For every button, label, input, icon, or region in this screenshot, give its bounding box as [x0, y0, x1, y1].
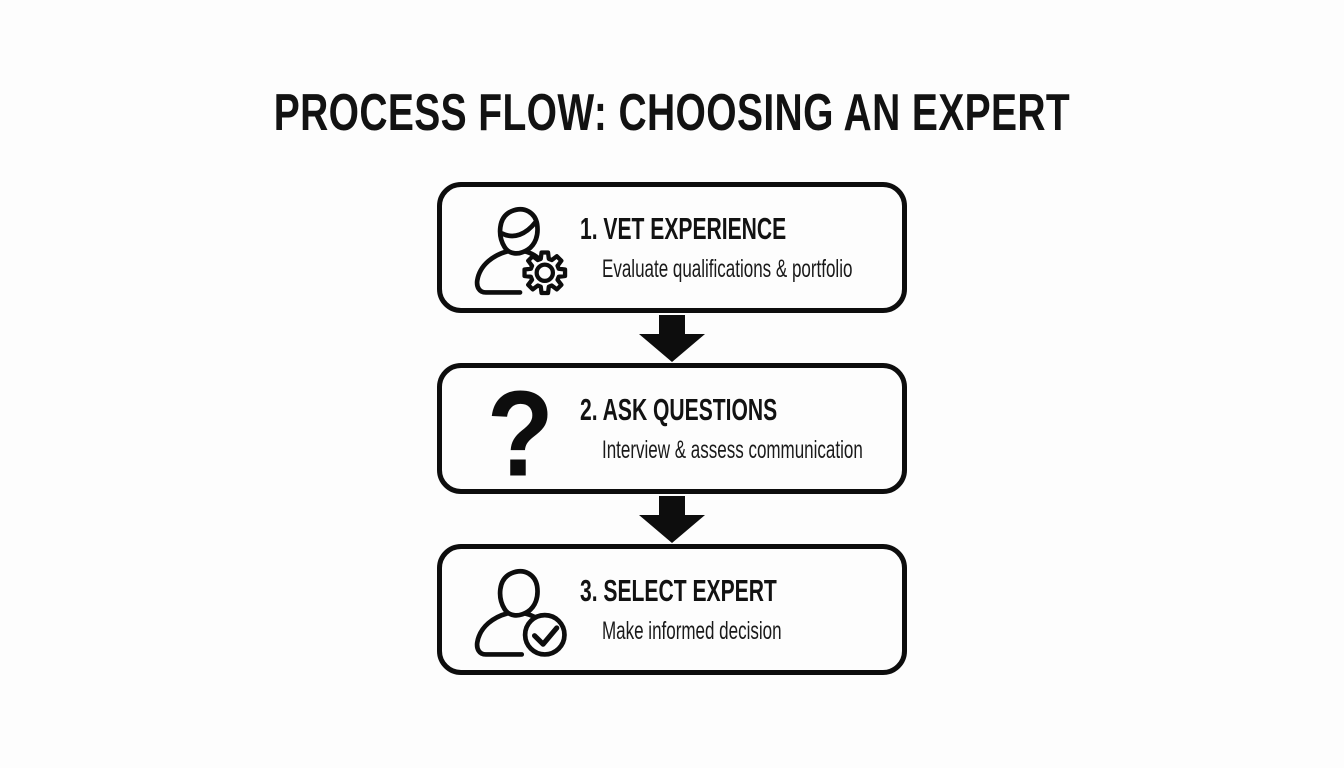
arrow-stem	[659, 315, 685, 334]
down-arrow-icon	[437, 494, 907, 544]
page-title: PROCESS FLOW: CHOOSING AN EXPERT	[0, 83, 1344, 142]
step-box-select-expert: 3. SELECT EXPERT Make informed decision	[437, 544, 907, 675]
step-title: 1. VET EXPERIENCE	[580, 210, 787, 246]
question-mark-icon: ?	[486, 364, 554, 501]
step-subtitle: Interview & assess communication	[602, 436, 863, 465]
step-subtitle: Make informed decision	[602, 617, 782, 646]
step-subtitle: Evaluate qualifications & portfolio	[602, 255, 853, 284]
step-title: 3. SELECT EXPERT	[580, 572, 777, 608]
step-text-block: 1. VET EXPERIENCE Evaluate qualification…	[580, 210, 970, 284]
arrow-head	[639, 515, 705, 543]
arrow-stem	[659, 496, 685, 515]
user-check-icon	[464, 557, 576, 663]
step-box-ask-questions: ? 2. ASK QUESTIONS Interview & assess co…	[437, 363, 907, 494]
step-text-block: 3. SELECT EXPERT Make informed decision	[580, 572, 869, 646]
user-gear-icon	[464, 195, 576, 301]
step-title: 2. ASK QUESTIONS	[580, 391, 778, 427]
down-arrow-icon	[437, 313, 907, 363]
flow-column: 1. VET EXPERIENCE Evaluate qualification…	[437, 182, 907, 675]
arrow-head	[639, 334, 705, 362]
step-text-block: 2. ASK QUESTIONS Interview & assess comm…	[580, 391, 985, 465]
step-box-vet-experience: 1. VET EXPERIENCE Evaluate qualification…	[437, 182, 907, 313]
page-title-text: PROCESS FLOW: CHOOSING AN EXPERT	[273, 83, 1071, 142]
